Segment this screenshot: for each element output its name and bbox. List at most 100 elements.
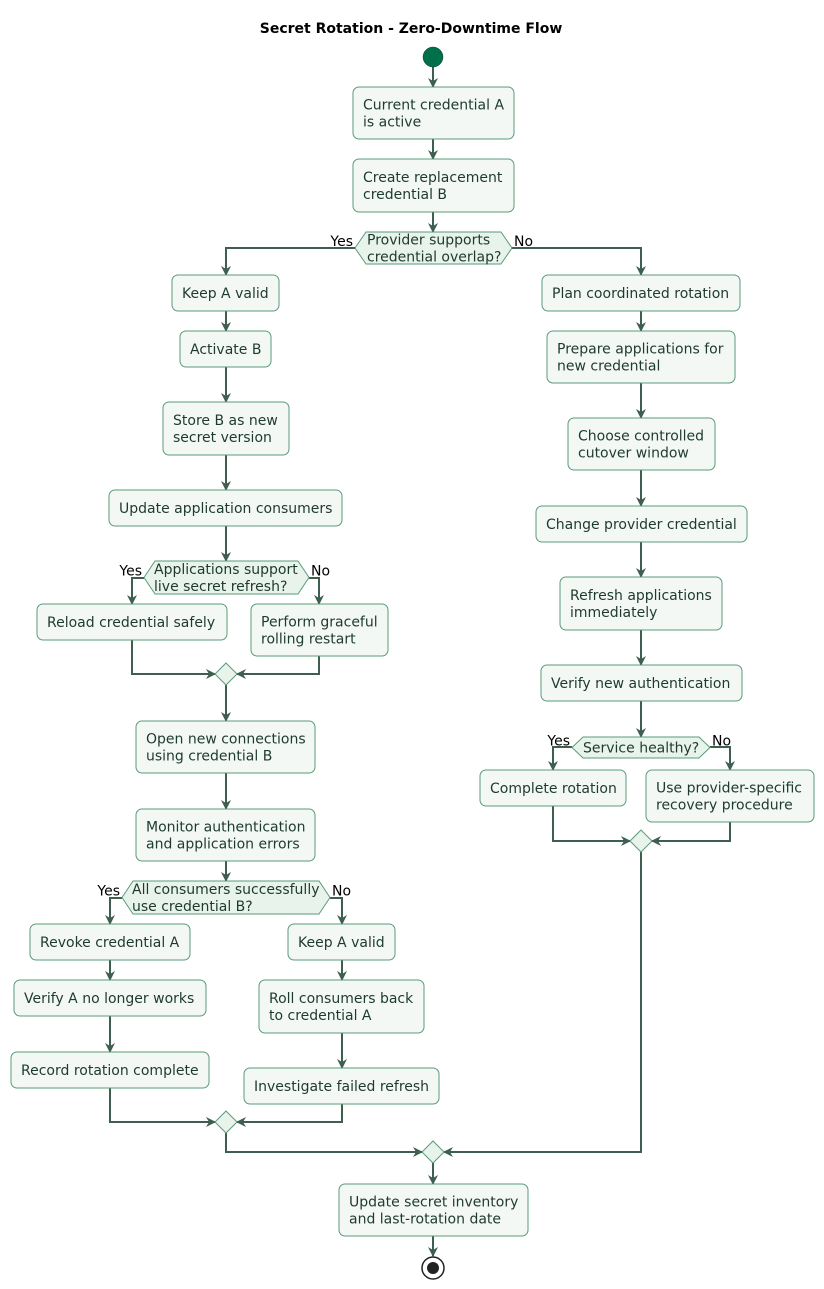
action-label: Verify new authentication [551, 676, 730, 692]
flow-edges [105, 67, 735, 1257]
edge [236, 656, 320, 679]
action-box [179, 330, 272, 368]
action-box [162, 401, 290, 456]
action-label: to credential A [269, 1008, 372, 1024]
action-verify-auth: Verify new authentication [540, 664, 743, 702]
action-box [13, 979, 207, 1017]
action-box [338, 1183, 529, 1237]
branch-no-label: No [311, 564, 330, 580]
branch-yes-label: Yes [329, 234, 353, 250]
edge [105, 897, 122, 925]
edge [548, 746, 572, 771]
action-label: Monitor authentication [146, 820, 305, 836]
action-label: Revoke credential A [40, 935, 180, 951]
action-label: Update application consumers [119, 501, 332, 517]
action-label: immediately [570, 605, 657, 621]
edge [512, 247, 646, 276]
action-label: is active [363, 115, 421, 131]
edge [710, 746, 735, 771]
action-label: Open new connections [146, 732, 306, 748]
branch-yes-label: Yes [118, 564, 142, 580]
action-box [645, 769, 815, 823]
action-activate-b: Activate B [179, 330, 272, 368]
edge [109, 1088, 216, 1127]
action-record-complete: Record rotation complete [10, 1051, 210, 1089]
action-update-consumers: Update application consumers [108, 489, 343, 527]
action-label: secret version [173, 430, 272, 446]
action-label: Roll consumers back [269, 991, 414, 1007]
action-label: Change provider credential [546, 517, 737, 533]
merge-diamond [214, 662, 238, 686]
edge [651, 822, 731, 846]
action-label: Create replacement [363, 170, 503, 186]
action-label: Use provider-specific [656, 781, 802, 797]
branch-no-label: No [514, 234, 533, 250]
action-box [258, 979, 425, 1034]
action-label: rolling restart [261, 632, 356, 648]
edge [225, 1133, 423, 1157]
action-box [546, 330, 736, 384]
action-box [243, 1067, 440, 1105]
action-label: Choose controlled [578, 429, 704, 445]
edge [236, 1104, 343, 1127]
action-label: Investigate failed refresh [254, 1079, 429, 1095]
action-current-a: Current credential Ais active [352, 86, 515, 140]
decision-healthy: Service healthy? [571, 736, 711, 759]
action-label: Keep A valid [182, 286, 269, 302]
action-complete-rotation: Complete rotation [479, 769, 627, 807]
action-box [559, 576, 723, 631]
action-investigate: Investigate failed refresh [243, 1067, 440, 1105]
edge [131, 640, 216, 679]
action-box [541, 274, 741, 312]
action-box [535, 505, 748, 543]
action-label: and last-rotation date [349, 1212, 501, 1228]
action-label: new credential [557, 359, 660, 375]
end-node [421, 1256, 445, 1280]
action-keep-a-2: Keep A valid [287, 923, 396, 961]
decision-shape [121, 880, 331, 915]
action-label: Perform graceful [261, 615, 378, 631]
action-box [479, 769, 627, 807]
action-box [10, 1051, 210, 1089]
action-label: Keep A valid [298, 935, 385, 951]
decision-shape [143, 560, 310, 595]
action-box [287, 923, 396, 961]
decision-label: Provider supports [367, 233, 490, 249]
action-box [135, 720, 316, 774]
action-label: Reload credential safely [47, 615, 215, 631]
branch-yes-label: Yes [546, 734, 570, 750]
branch-no-label: No [332, 884, 351, 900]
action-label: Current credential A [363, 98, 504, 114]
action-label: using credential B [146, 749, 272, 765]
action-box [540, 664, 743, 702]
edge [330, 897, 347, 925]
decision-label: credential overlap? [367, 250, 501, 266]
merge-diamond [421, 1140, 445, 1164]
decision-shape [571, 736, 711, 759]
action-label: Update secret inventory [349, 1195, 518, 1211]
action-box [250, 603, 389, 657]
decision-label: Applications support [154, 562, 298, 578]
branch-yes-label: Yes [96, 884, 120, 900]
action-plan-coordinated: Plan coordinated rotation [541, 274, 741, 312]
action-label: Store B as new [173, 413, 278, 429]
diagram-title: Secret Rotation - Zero-Downtime Flow [260, 21, 563, 37]
action-box [108, 489, 343, 527]
action-label: Record rotation complete [21, 1063, 199, 1079]
action-revoke-a: Revoke credential A [29, 923, 191, 961]
action-box [352, 86, 515, 140]
action-box [135, 808, 316, 862]
action-keep-a-1: Keep A valid [171, 274, 280, 312]
